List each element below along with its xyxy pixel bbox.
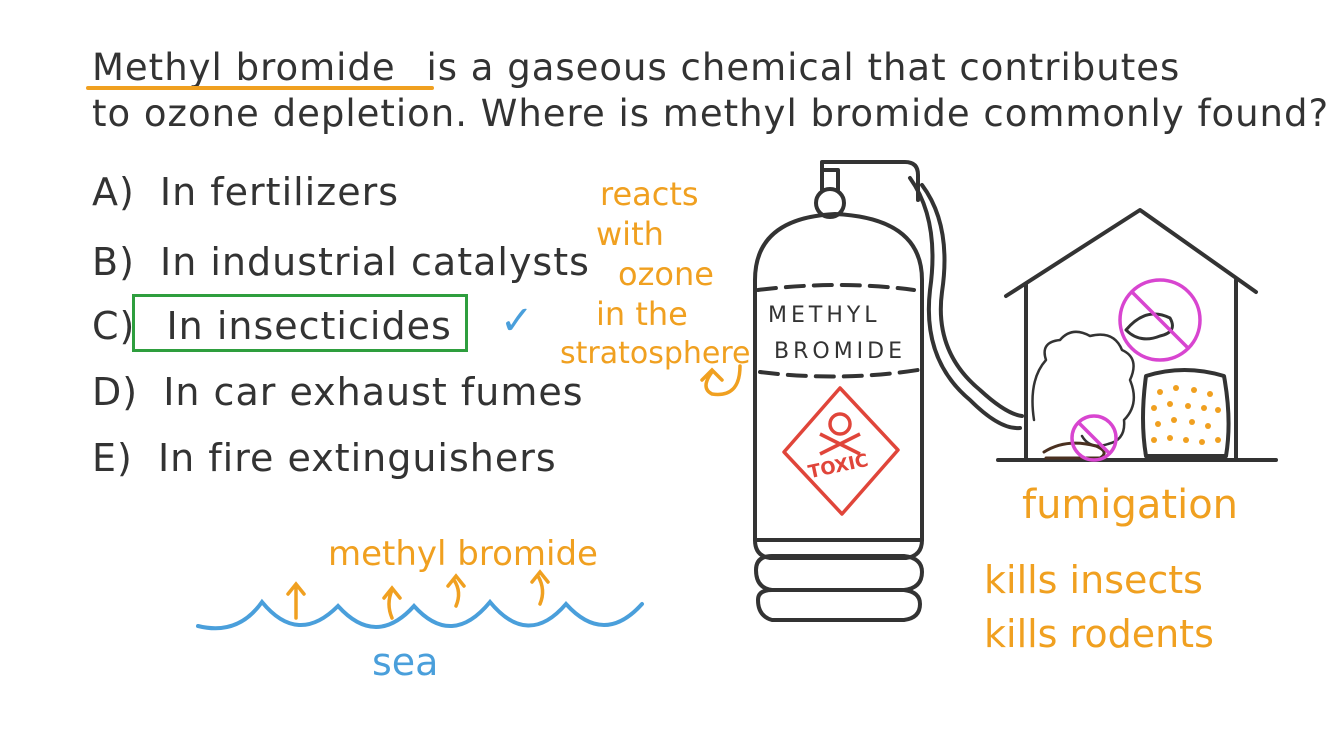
option-text: In fertilizers — [159, 170, 399, 214]
option-letter: D) — [92, 370, 139, 414]
option-text: In insecticides — [166, 304, 452, 348]
option-d[interactable]: D) In car exhaust fumes — [92, 370, 584, 414]
option-b[interactable]: B) In industrial catalysts — [92, 240, 590, 284]
reacts-line: in the — [596, 295, 688, 333]
option-e[interactable]: E) In fire extinguishers — [92, 436, 557, 480]
cylinder-label-line: BROMIDE — [774, 339, 907, 364]
sack-dots — [1151, 385, 1221, 445]
reacts-note: reacts with ozone in the stratosphere — [560, 174, 751, 374]
question-line-1: Methyl bromide is a gaseous chemical tha… — [92, 46, 1180, 89]
reacts-line: reacts — [600, 175, 699, 213]
reacts-line: with — [596, 215, 664, 253]
option-letter: B) — [92, 240, 135, 284]
option-letter: A) — [92, 170, 135, 214]
option-letter: E) — [92, 436, 133, 480]
option-a[interactable]: A) In fertilizers — [92, 170, 399, 214]
question-line-2: to ozone depletion. Where is methyl brom… — [92, 92, 1330, 135]
cylinder-label-line: METHYL — [768, 303, 881, 328]
highlight-underline — [86, 86, 434, 90]
cylinder-label: METHYL BROMIDE — [768, 298, 906, 370]
sea-label: sea — [372, 640, 439, 684]
check-mark-icon: ✓ — [500, 298, 534, 344]
option-text: In car exhaust fumes — [163, 370, 584, 414]
fumigation-label: fumigation — [1022, 482, 1239, 528]
option-c[interactable]: C) In insecticides — [92, 304, 452, 348]
kills-insects-label: kills insects — [984, 558, 1203, 602]
sea-emission-label: methyl bromide — [328, 534, 598, 574]
correct-answer-box — [132, 294, 468, 352]
question-line-1-rest: is a gaseous chemical that contributes — [426, 46, 1181, 89]
kills-rodents-label: kills rodents — [984, 612, 1214, 656]
question-highlight: Methyl bromide — [92, 46, 396, 89]
reacts-line: stratosphere — [560, 336, 751, 371]
option-text: In fire extinguishers — [157, 436, 557, 480]
option-text: In industrial catalysts — [160, 240, 590, 284]
reacts-line: ozone — [618, 255, 714, 293]
option-letter: C) — [92, 304, 136, 348]
